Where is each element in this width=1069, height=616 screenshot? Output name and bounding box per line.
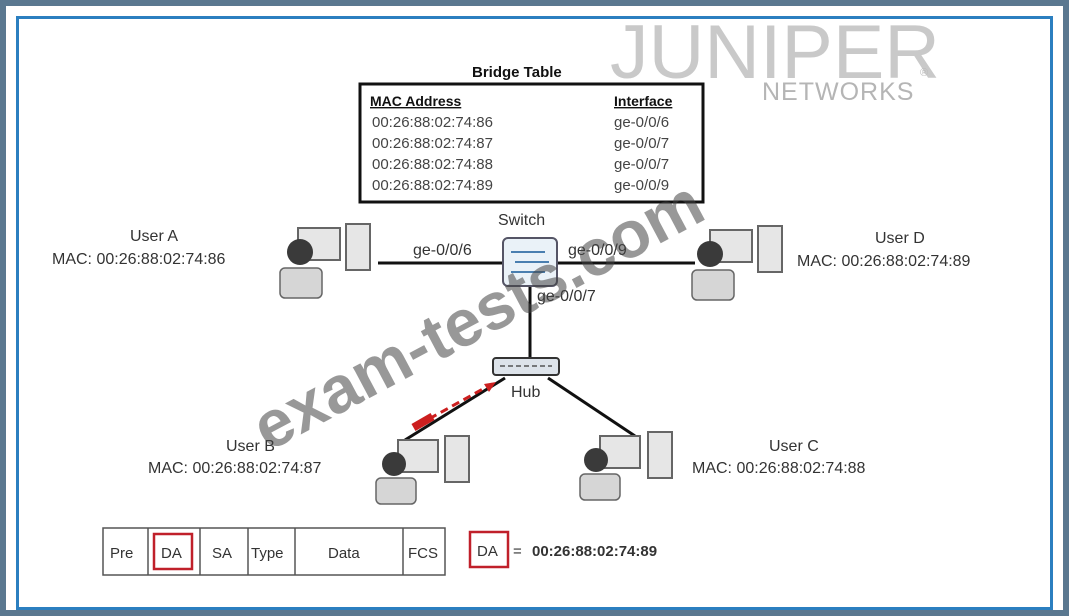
da-legend: DA = 00:26:88:02:74:89 xyxy=(468,530,657,569)
link-hub-c xyxy=(547,376,636,438)
bridge-table-header-interface: Interface xyxy=(614,93,673,109)
da-highlight xyxy=(152,532,194,571)
bridge-table-interface: ge-0/0/6 xyxy=(614,114,669,131)
frame-field-sa: SA xyxy=(212,545,232,562)
switch-port-left: ge-0/0/6 xyxy=(413,242,472,259)
user-a-mac: MAC: 00:26:88:02:74:86 xyxy=(52,251,226,268)
legend-da-box xyxy=(468,530,510,569)
frame-field-da: DA xyxy=(161,545,182,562)
watermark-text: exam-tests.com xyxy=(240,165,715,465)
bridge-table-header-mac: MAC Address xyxy=(370,93,461,109)
bridge-table-interface: ge-0/0/7 xyxy=(614,135,669,152)
user-a: User A MAC: 00:26:88:02:74:86 xyxy=(52,223,371,299)
user-c-mac: MAC: 00:26:88:02:74:88 xyxy=(692,460,866,477)
bridge-table-interface: ge-0/0/9 xyxy=(614,177,669,194)
logo-registered: ® xyxy=(920,67,928,79)
frame-packet-icon xyxy=(411,413,435,431)
bridge-table-interface: ge-0/0/7 xyxy=(614,156,669,173)
switch: Switch ge-0/0/6 ge-0/0/9 ge-0/0/7 xyxy=(413,212,627,305)
frame-field-data: Data xyxy=(328,545,360,562)
user-d: User D MAC: 00:26:88:02:74:89 xyxy=(691,225,971,301)
logo-wordmark: JUNIPER xyxy=(610,10,940,95)
user-d-workstation-icon xyxy=(691,225,783,301)
frame-field-fcs: FCS xyxy=(408,545,438,562)
inner-border xyxy=(16,16,1053,610)
user-c-name: User C xyxy=(769,438,819,455)
logo-subtitle: NETWORKS xyxy=(762,78,914,106)
ethernet-frame: Pre DA SA Type Data FCS xyxy=(102,527,446,576)
frame-box xyxy=(102,527,446,576)
frame-field-pre: Pre xyxy=(110,545,133,562)
bridge-table: Bridge Table MAC Address Interface 00:26… xyxy=(358,64,705,204)
frame-arrow xyxy=(411,382,496,431)
user-b-name: User B xyxy=(226,438,275,455)
user-d-name: User D xyxy=(875,230,925,247)
user-b: User B MAC: 00:26:88:02:74:87 xyxy=(148,435,470,505)
bridge-table-box xyxy=(358,82,705,204)
legend-da-value: 00:26:88:02:74:89 xyxy=(532,543,657,560)
user-c-workstation-icon xyxy=(579,431,673,501)
user-d-mac: MAC: 00:26:88:02:74:89 xyxy=(797,253,971,270)
switch-port-down: ge-0/0/7 xyxy=(537,288,596,305)
frame-field-type: Type xyxy=(251,545,284,562)
switch-port-right: ge-0/0/9 xyxy=(568,242,627,259)
user-a-name: User A xyxy=(130,228,178,245)
juniper-logo: JUNIPER NETWORKS ® xyxy=(610,10,940,106)
bridge-table-mac: 00:26:88:02:74:86 xyxy=(372,114,493,131)
user-a-workstation-icon xyxy=(279,223,371,299)
legend-equals: = xyxy=(513,543,522,560)
switch-label: Switch xyxy=(498,212,545,229)
arrow-head-icon xyxy=(484,382,496,392)
hub: Hub xyxy=(492,357,560,401)
hub-label: Hub xyxy=(511,384,540,401)
user-b-mac: MAC: 00:26:88:02:74:87 xyxy=(148,460,322,477)
user-b-workstation-icon xyxy=(375,435,470,505)
bridge-table-mac: 00:26:88:02:74:88 xyxy=(372,156,493,173)
legend-da-label: DA xyxy=(477,543,498,560)
bridge-table-title: Bridge Table xyxy=(472,64,562,81)
user-c: User C MAC: 00:26:88:02:74:88 xyxy=(579,431,866,501)
bridge-table-mac: 00:26:88:02:74:89 xyxy=(372,177,493,194)
bridge-table-mac: 00:26:88:02:74:87 xyxy=(372,135,493,152)
